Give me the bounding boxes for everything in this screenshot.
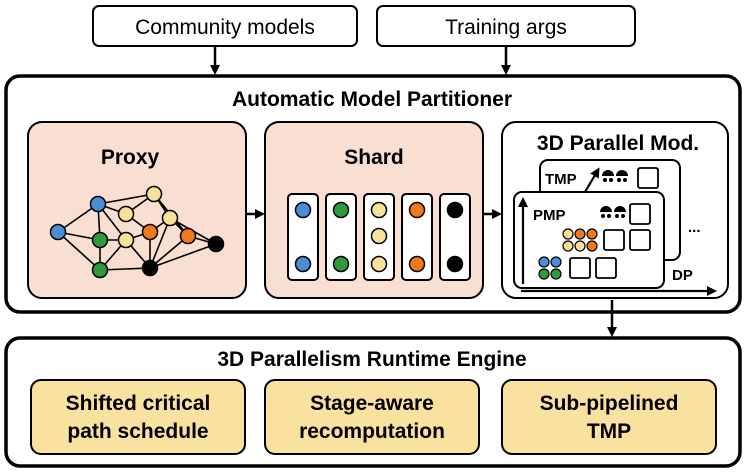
proxy-node-blue-2: [89, 195, 107, 213]
proxy-node-yellow-1: [117, 205, 135, 223]
proxy-title: Proxy: [101, 146, 160, 169]
shard-column-blue: [287, 193, 319, 281]
proxy-node-yellow-4: [161, 209, 179, 227]
pmp-label: PMP: [533, 207, 566, 224]
dp-label: DP: [672, 267, 693, 284]
engine-item-1-line1: Shifted critical: [66, 392, 211, 415]
tmp-slot: [637, 167, 659, 189]
shard-column-black: [439, 193, 471, 281]
engine-item-3-line2: TMP: [587, 420, 631, 443]
community-models-label: Community models: [135, 16, 315, 39]
tmp-axis-arrow: [584, 167, 600, 193]
pmp-slot-1: [629, 203, 651, 225]
tmp-gpu-icon: [602, 170, 628, 182]
pmp-slot-2: [603, 229, 625, 251]
pmp-slot-4: [569, 257, 591, 279]
partitioner-title: Automatic Model Partitioner: [232, 88, 512, 111]
engine-item-shifted-critical: Shifted critical path schedule: [30, 379, 246, 455]
proxy-node-blue-1: [49, 223, 67, 241]
proxy-node-yellow-3: [145, 185, 163, 203]
engine-item-1-line2: path schedule: [67, 420, 208, 443]
training-args-box: Training args: [376, 5, 636, 47]
training-args-label: Training args: [445, 16, 567, 39]
pmp-blue-green-group: [538, 256, 562, 280]
engine-item-3-line1: Sub-pipelined: [540, 392, 679, 415]
tmp-label: TMP: [545, 171, 577, 188]
engine-item-2-line1: Stage-aware: [310, 392, 434, 415]
proxy-node-black-1: [141, 259, 159, 277]
shard-panel: Shard: [264, 121, 484, 299]
parallel-panel: 3D Parallel Mod. TMP ... PMP: [501, 121, 729, 299]
engine-item-stage-aware: Stage-aware recomputation: [264, 379, 480, 455]
proxy-node-orange-1: [141, 223, 159, 241]
proxy-node-green-2: [91, 261, 109, 279]
proxy-node-black-2: [207, 235, 225, 253]
proxy-nodes: [49, 185, 225, 279]
pmp-slot-5: [595, 257, 617, 279]
proxy-node-yellow-2: [117, 231, 135, 249]
engine-item-sub-pipelined: Sub-pipelined TMP: [501, 379, 717, 455]
pmp-slot-3: [629, 229, 651, 251]
proxy-node-orange-2: [179, 227, 197, 245]
engine-title: 3D Parallelism Runtime Engine: [217, 348, 526, 371]
parallel-ellipsis: ...: [688, 219, 701, 236]
proxy-node-green-1: [91, 231, 109, 249]
community-models-box: Community models: [92, 5, 358, 47]
pmp-gpu-icon: [600, 206, 626, 218]
proxy-panel: Proxy: [27, 121, 247, 299]
shard-title: Shard: [344, 146, 404, 169]
pmp-mixed-group: [562, 228, 598, 252]
shard-column-yellow: [363, 193, 395, 281]
shard-column-orange: [401, 193, 433, 281]
parallel-title: 3D Parallel Mod.: [537, 132, 699, 155]
shard-column-green: [325, 193, 357, 281]
engine-item-2-line2: recomputation: [299, 420, 445, 443]
